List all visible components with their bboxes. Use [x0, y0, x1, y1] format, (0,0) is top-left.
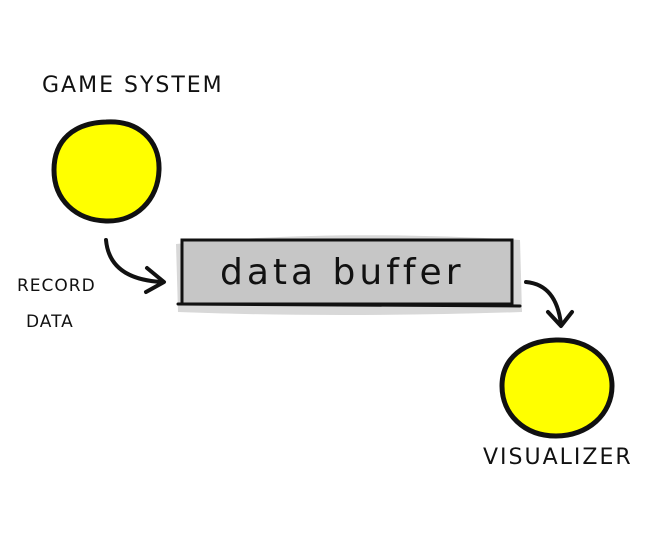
data-buffer-node: data buffer — [176, 235, 522, 315]
buffer-to-visualizer-arrow — [524, 280, 574, 328]
data-buffer-label: data buffer — [220, 252, 465, 293]
game-system-node — [51, 119, 162, 224]
game-system-label: GAME SYSTEM — [42, 73, 224, 98]
record-data-label-line1: RECORD — [17, 276, 96, 296]
visualizer-node — [499, 337, 615, 439]
record-data-label-line2: DATA — [26, 312, 74, 332]
record-data-arrow — [104, 238, 166, 294]
visualizer-label: VISUALIZER — [483, 445, 633, 470]
